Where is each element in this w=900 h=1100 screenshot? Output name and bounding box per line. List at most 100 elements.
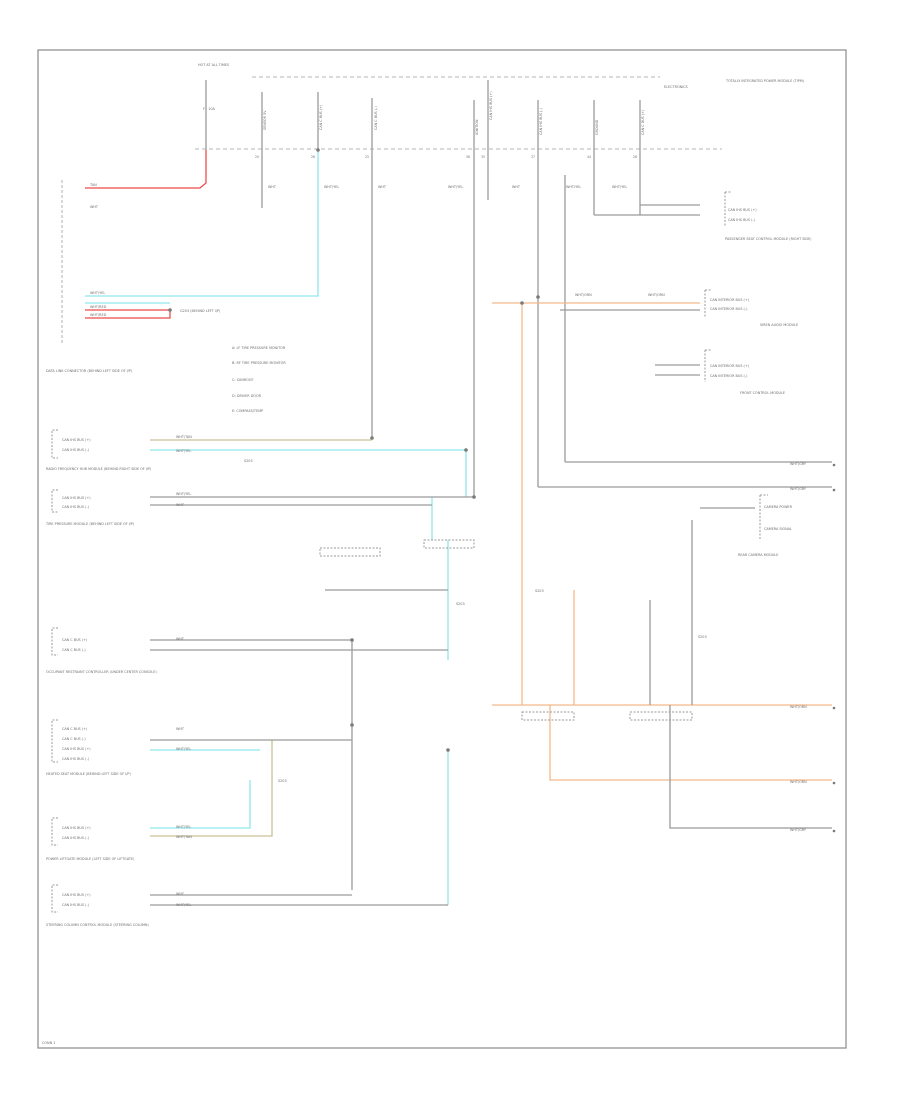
svg-text:S203: S203 xyxy=(456,602,465,606)
svg-text:POWER LIFTGATE MODULE (LEFT SI: POWER LIFTGATE MODULE (LEFT SIDE OF LIFT… xyxy=(46,857,135,861)
svg-text:WHT: WHT xyxy=(176,892,185,896)
svg-text:WHT/GRY: WHT/GRY xyxy=(790,487,807,491)
svg-text:WHT/YEL: WHT/YEL xyxy=(176,449,191,453)
red-power-wires xyxy=(85,150,207,319)
right-exits: WHT/GRY WHT/GRY WHT/ORN WHT/ORN WHT/GRY xyxy=(790,462,836,833)
svg-text:RADIO FREQUENCY HUB MODULE (BE: RADIO FREQUENCY HUB MODULE (BEHIND RIGHT… xyxy=(46,467,152,471)
cyan-wires xyxy=(85,150,467,905)
svg-text:36: 36 xyxy=(466,155,470,159)
module-rf-hub: CAN IHS BUS (+) CAN IHS BUS (-) RADIO FR… xyxy=(46,429,152,471)
svg-text:CAN INTERIOR BUS (+): CAN INTERIOR BUS (+) xyxy=(710,364,750,368)
svg-text:WHT/ORN: WHT/ORN xyxy=(575,293,592,297)
svg-text:CAN C BUS (+): CAN C BUS (+) xyxy=(62,638,88,642)
gray-wires xyxy=(150,309,832,906)
module-heated-seat: CAN C BUS (+) CAN C BUS (-) CAN IHS BUS … xyxy=(46,719,131,776)
svg-text:CAN IHS BUS (+): CAN IHS BUS (+) xyxy=(62,893,91,897)
ground-note: G203 (BEHIND LEFT I/P) xyxy=(180,309,221,313)
dlc-wire-5: WHT/RED xyxy=(90,313,107,317)
svg-text:WHT/GRY: WHT/GRY xyxy=(790,828,807,832)
tap-pins: 20 26 25 36 35 37 44 28 xyxy=(255,155,637,159)
svg-text:26: 26 xyxy=(311,155,315,159)
tap-label-8: CAN C BUS (+) xyxy=(641,109,645,135)
svg-text:CAN IHS BUS (-): CAN IHS BUS (-) xyxy=(62,757,90,761)
legend-item-3: C: SUNROOF xyxy=(232,378,253,382)
orange-wires xyxy=(492,302,832,781)
connector-boxes xyxy=(319,539,693,721)
svg-text:WHT: WHT xyxy=(176,637,185,641)
svg-text:REAR CAMERA MODULE: REAR CAMERA MODULE xyxy=(738,553,778,557)
legend: A: LF TIRE PRESSURE MONITOR B: RF TIRE P… xyxy=(232,346,286,413)
dlc-module: DATA LINK CONNECTOR (BEHIND LEFT SIDE OF… xyxy=(46,180,133,373)
svg-text:WHT/YEL: WHT/YEL xyxy=(566,185,581,189)
svg-text:WHT/YEL: WHT/YEL xyxy=(448,185,463,189)
svg-text:37: 37 xyxy=(531,155,535,159)
module-rear-camera: CAMERA POWER CAMERA SIGNAL REAR CAMERA M… xyxy=(738,494,793,557)
svg-text:WHT: WHT xyxy=(268,185,277,189)
module-siren-audio: CAN INTERIOR BUS (+) CAN INTERIOR BUS (-… xyxy=(704,289,798,327)
module-occupant-restraint: CAN C BUS (+) CAN C BUS (-) OCCUPANT RES… xyxy=(46,627,157,674)
tipm-title: TOTALLY INTEGRATED POWER MODULE (TIPM) xyxy=(725,79,805,83)
tipm-taps xyxy=(205,80,641,150)
svg-text:WHT: WHT xyxy=(176,727,185,731)
svg-text:WHT/GRY: WHT/GRY xyxy=(790,462,807,466)
svg-text:CAN IHS BUS (-): CAN IHS BUS (-) xyxy=(62,903,90,907)
dlc-wire-2: WHT xyxy=(90,205,99,209)
bus-drops xyxy=(261,150,832,497)
svg-text:S203: S203 xyxy=(698,635,707,639)
tap-label-1: SENSOR 5V xyxy=(263,110,267,130)
tap-label-7: GROUND xyxy=(595,119,599,135)
svg-text:CAN C BUS (-): CAN C BUS (-) xyxy=(62,648,86,652)
svg-text:25: 25 xyxy=(365,155,369,159)
svg-text:28: 28 xyxy=(633,155,637,159)
svg-text:CAN INTERIOR BUS (-): CAN INTERIOR BUS (-) xyxy=(710,374,748,378)
svg-text:20: 20 xyxy=(255,155,259,159)
svg-text:WHT: WHT xyxy=(512,185,521,189)
svg-text:STEERING COLUMN CONTROL MODULE: STEERING COLUMN CONTROL MODULE (STEERING… xyxy=(46,923,149,927)
svg-text:HEATED SEAT MODULE (BEHIND LEF: HEATED SEAT MODULE (BEHIND LEFT SIDE OF … xyxy=(46,772,131,776)
fuse-label: F1 10A xyxy=(203,107,215,111)
svg-text:CAN IHS BUS (+): CAN IHS BUS (+) xyxy=(62,438,91,442)
svg-text:WHT/YEL: WHT/YEL xyxy=(324,185,339,189)
dlc-wire-1: TAN xyxy=(89,183,97,187)
dlc-wire-4: WHT/RED xyxy=(90,305,107,309)
svg-text:CAN INTERIOR BUS (-): CAN INTERIOR BUS (-) xyxy=(710,307,748,311)
svg-text:CAN IHS BUS (-): CAN IHS BUS (-) xyxy=(728,218,756,222)
svg-text:WHT/ORN: WHT/ORN xyxy=(790,780,807,784)
svg-text:S203: S203 xyxy=(244,459,253,463)
svg-text:SIREN AUDIO MODULE: SIREN AUDIO MODULE xyxy=(760,323,798,327)
tap-label-2: CAN C BUS (+) xyxy=(319,104,323,130)
wire-labels: WHT WHT/YEL WHT WHT/YEL WHT WHT/YEL WHT/… xyxy=(176,185,707,907)
svg-text:WHT: WHT xyxy=(378,185,387,189)
svg-text:TIRE PRESSURE MODULE (BEHIND L: TIRE PRESSURE MODULE (BEHIND LEFT SIDE O… xyxy=(45,522,135,526)
svg-text:WHT: WHT xyxy=(176,503,185,507)
svg-text:OCCUPANT RESTRAINT CONTROLLER: OCCUPANT RESTRAINT CONTROLLER (UNDER CEN… xyxy=(46,670,157,674)
svg-text:FRONT CONTROL MODULE: FRONT CONTROL MODULE xyxy=(740,391,785,395)
diagram-frame xyxy=(37,49,847,1049)
svg-text:CAMERA SIGNAL: CAMERA SIGNAL xyxy=(764,527,792,531)
svg-text:CAN IHS BUS (+): CAN IHS BUS (+) xyxy=(62,747,91,751)
tap-label-6: CAN IHS BUS (-) xyxy=(539,107,543,135)
tap-label-3: CAN C BUS (-) xyxy=(374,106,378,130)
svg-text:35: 35 xyxy=(481,155,485,159)
module-passenger-seat: CAN IHS BUS (+) CAN IHS BUS (-) PASSENGE… xyxy=(724,191,812,241)
legend-item-2: B: RF TIRE PRESSURE MONITOR xyxy=(232,361,286,365)
legend-item-4: D: DRIVER DOOR xyxy=(232,394,262,398)
tan-wires xyxy=(150,439,372,837)
svg-text:CAN INTERIOR BUS (+): CAN INTERIOR BUS (+) xyxy=(710,298,750,302)
electronics-label: ELECTRONICS xyxy=(664,85,688,89)
tap-labels: SENSOR 5V CAN C BUS (+) CAN C BUS (-) IG… xyxy=(263,91,645,135)
module-tire-pressure: CAN IHS BUS (+) CAN IHS BUS (-) TIRE PRE… xyxy=(45,489,135,526)
svg-text:WHT/YEL: WHT/YEL xyxy=(176,492,191,496)
splice-dots xyxy=(168,148,540,752)
svg-text:WHT/YEL: WHT/YEL xyxy=(176,825,191,829)
svg-text:WHT/TAN: WHT/TAN xyxy=(176,835,192,839)
svg-text:CAN C BUS (-): CAN C BUS (-) xyxy=(62,737,86,741)
footer-label: CONN 1 xyxy=(42,1041,55,1045)
svg-text:WHT/TAN: WHT/TAN xyxy=(176,435,192,439)
svg-text:CAN IHS BUS (+): CAN IHS BUS (+) xyxy=(62,826,91,830)
module-power-liftgate: CAN IHS BUS (+) CAN IHS BUS (-) POWER LI… xyxy=(46,817,135,861)
svg-text:CAN C BUS (+): CAN C BUS (+) xyxy=(62,727,88,731)
svg-text:CAN IHS BUS (+): CAN IHS BUS (+) xyxy=(62,496,91,500)
svg-text:CAN IHS BUS (-): CAN IHS BUS (-) xyxy=(62,505,90,509)
